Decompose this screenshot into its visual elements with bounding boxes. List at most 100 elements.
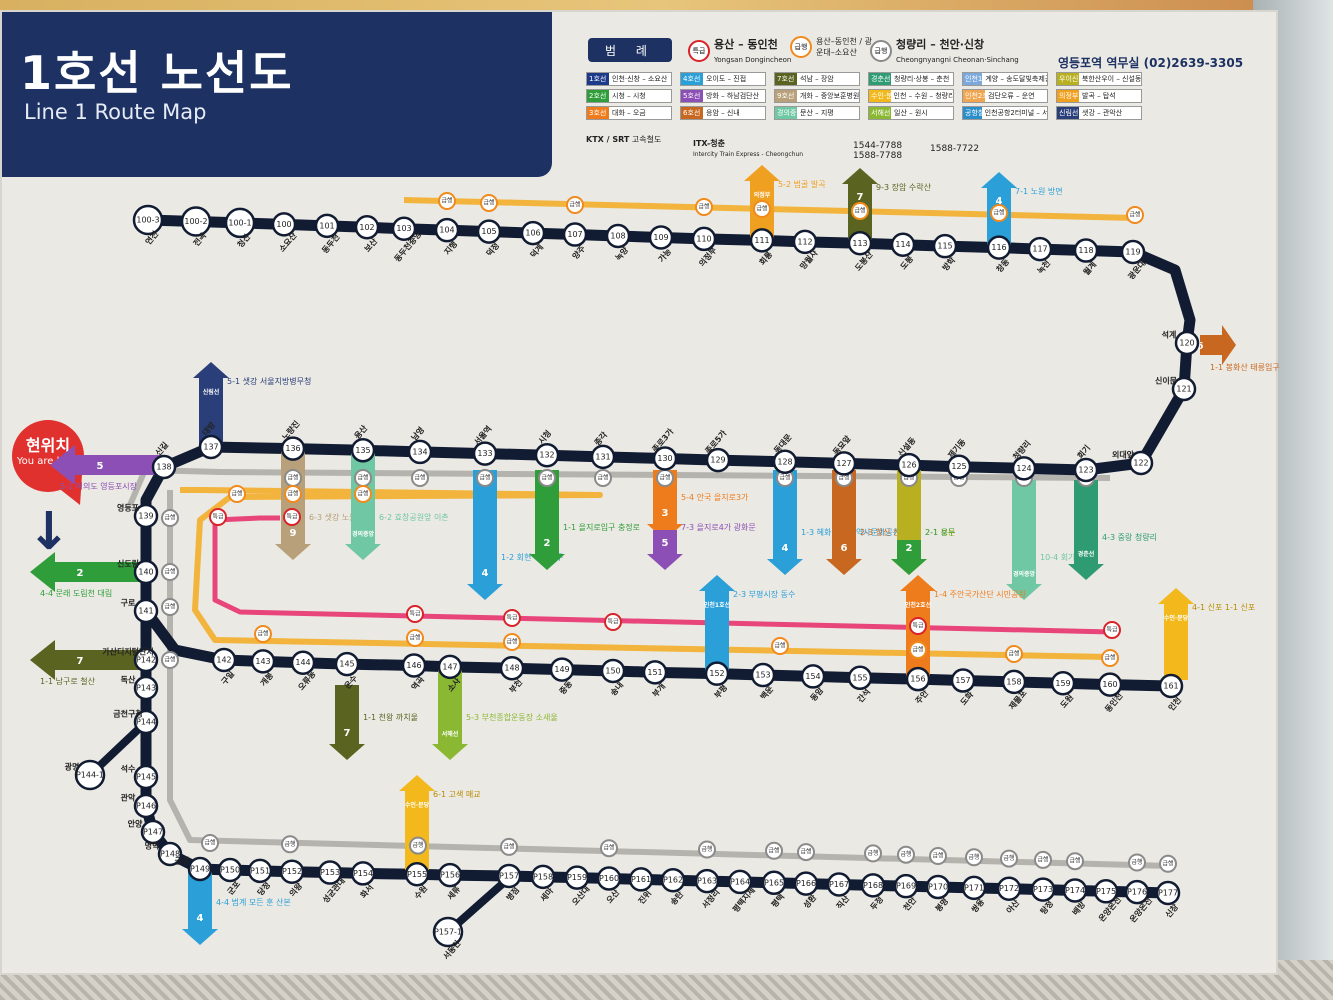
station-marker[interactable] [1011,456,1037,481]
station-marker[interactable] [520,220,546,246]
station-marker[interactable] [792,229,818,255]
station-marker[interactable] [530,864,556,890]
station-marker[interactable] [314,213,340,239]
station-100-2[interactable]: 100-2전곡 [180,206,212,248]
station-marker[interactable] [961,875,987,901]
station-marker[interactable] [437,862,463,888]
station-marker[interactable] [750,662,776,688]
station-marker[interactable] [1093,879,1119,904]
station-marker[interactable] [496,863,522,889]
station-marker[interactable] [334,651,360,677]
station-marker[interactable] [1155,880,1181,906]
station-marker[interactable] [1027,236,1053,262]
station-marker[interactable] [847,231,873,256]
station-marker[interactable] [133,598,159,624]
station-marker[interactable] [1073,457,1099,483]
station-marker[interactable] [198,434,224,460]
station-marker[interactable] [1062,878,1088,903]
station-marker[interactable] [749,228,775,253]
station-marker[interactable] [157,841,183,867]
station-marker[interactable] [271,212,297,237]
station-marker[interactable] [793,871,819,896]
station-marker[interactable] [250,649,276,674]
station-marker[interactable] [133,709,159,735]
station-marker[interactable] [694,868,720,894]
station-marker[interactable] [1030,877,1056,902]
station-marker[interactable] [1073,238,1099,263]
station-marker[interactable] [590,444,616,470]
station-marker[interactable] [133,764,159,790]
station-marker[interactable] [133,793,159,819]
station-marker[interactable] [704,661,730,686]
station-marker[interactable] [905,666,931,692]
station-marker[interactable] [691,226,717,252]
station-marker[interactable] [628,867,654,892]
station-marker[interactable] [140,819,166,845]
station-marker[interactable] [932,233,958,259]
station-marker[interactable] [401,653,427,678]
station-marker[interactable] [1050,671,1076,696]
station-marker[interactable] [133,503,159,529]
station-marker[interactable] [893,873,919,899]
station-marker[interactable] [826,872,852,897]
station-marker[interactable] [472,441,498,466]
station-marker[interactable] [132,204,164,236]
station-marker[interactable] [996,876,1022,901]
station-marker[interactable] [705,447,731,473]
station-marker[interactable] [247,858,273,884]
station-marker[interactable] [180,206,212,237]
station-marker[interactable] [391,216,417,241]
station-marker[interactable] [896,452,922,478]
station-marker[interactable] [211,647,237,673]
station-marker[interactable] [217,857,243,883]
